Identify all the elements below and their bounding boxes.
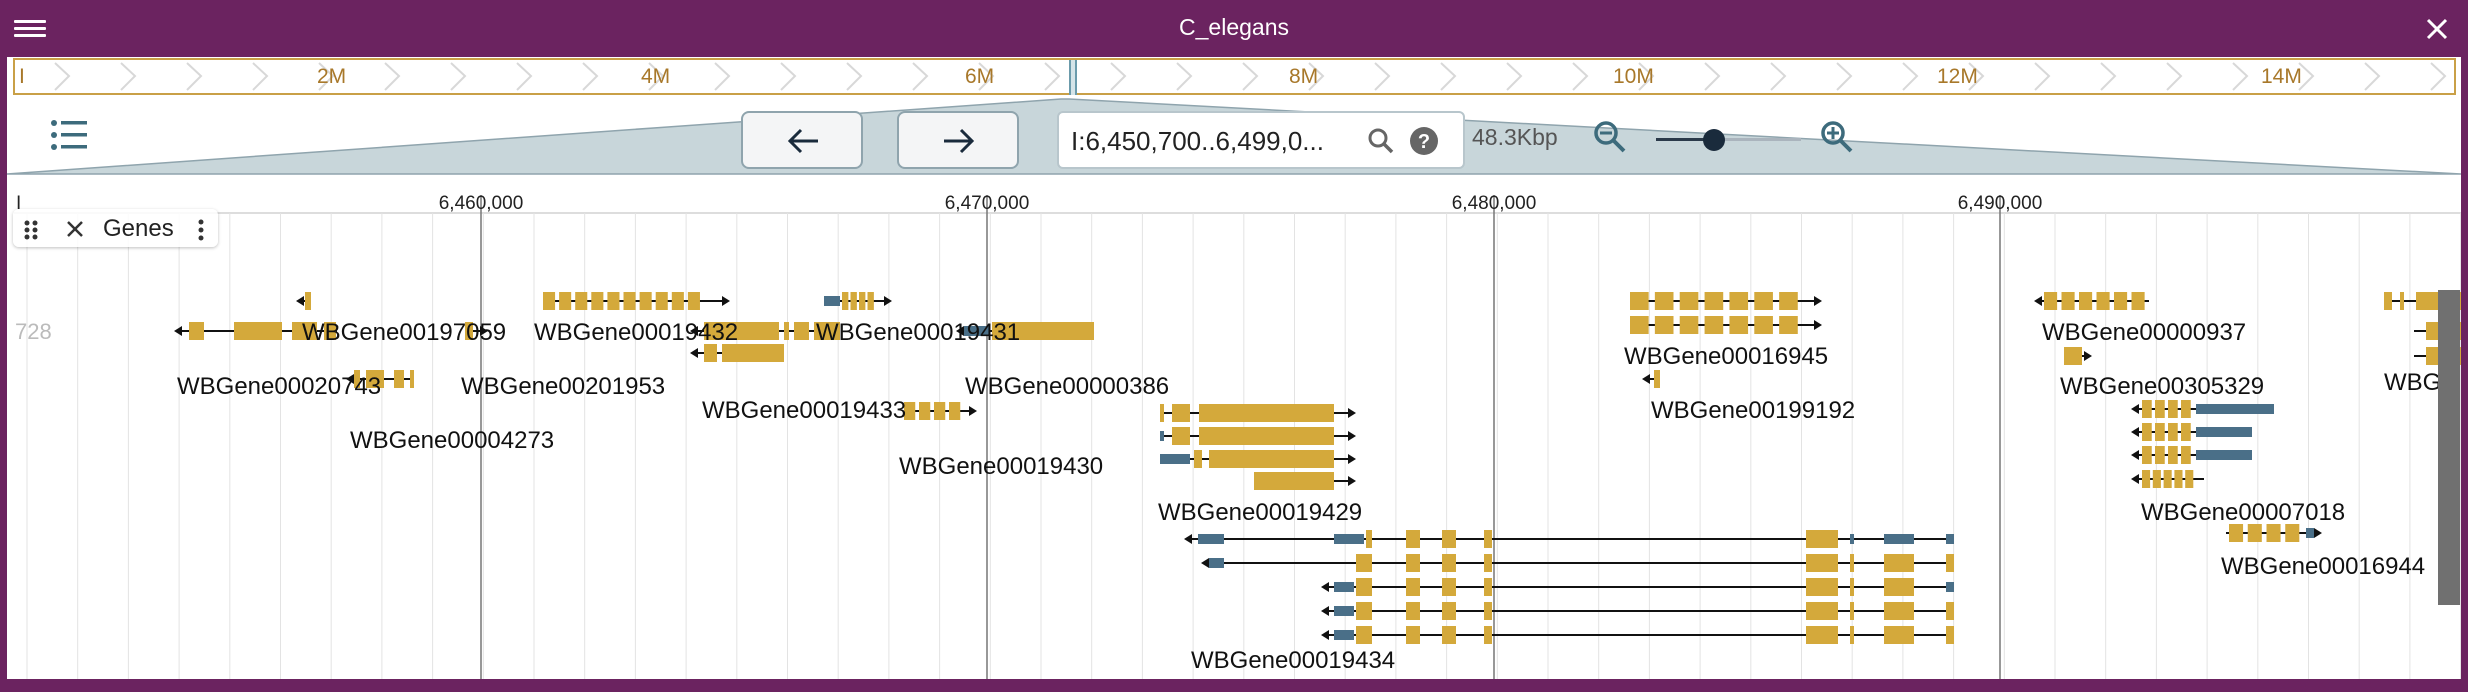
overview-chevrons [54, 62, 2447, 91]
overview-label: 12M [1937, 65, 1978, 88]
gene-label[interactable]: WBGene00019432 [534, 319, 739, 346]
zoom-in-icon[interactable] [1819, 119, 1855, 155]
track-menu-icon[interactable] [197, 219, 205, 241]
gene-label[interactable]: WBGene00201953 [461, 373, 666, 400]
ruler-start-marker: I [16, 193, 22, 214]
gene-feature [1184, 530, 1954, 548]
overview-label: 10M [1613, 65, 1654, 88]
gene-feature [904, 402, 977, 420]
gene-feature [465, 322, 488, 340]
gene-feature [1642, 370, 1660, 388]
gene-feature [1160, 404, 1356, 422]
ruler-label: 6,480,000 [1451, 193, 1537, 214]
gene-label[interactable]: WBGene00019429 [1158, 499, 1363, 526]
gene-feature [1321, 626, 1954, 644]
ruler-label: 6,490,000 [1957, 193, 2043, 214]
gene-label[interactable]: WBGene00197059 [302, 319, 507, 346]
close-track-icon[interactable] [65, 219, 85, 239]
zoom-slider-thumb[interactable] [1703, 129, 1725, 151]
gene-label[interactable]: WBGene00016945 [1624, 343, 1829, 370]
ruler-label: 6,460,000 [438, 193, 524, 214]
overview-label: 4M [641, 65, 671, 88]
gene-feature [1630, 316, 1822, 334]
chromosome-overview[interactable]: I 2M 4M 6M 8M 10M 12M 14M [13, 58, 2456, 95]
title-bar: C_elegans [0, 0, 2468, 57]
zoom-out-icon[interactable] [1592, 119, 1628, 155]
view-content: I 2M 4M 6M 8M 10M 12M 14M [7, 57, 2461, 679]
gene-feature [543, 292, 730, 310]
gene-label[interactable]: WBGene00019434 [1191, 647, 1396, 674]
gene-feature [2131, 423, 2252, 441]
view-controls: ? 48.3Kbp [7, 97, 2461, 175]
gene-label[interactable]: WBGene00305329 [2060, 373, 2265, 400]
gene-feature [1201, 554, 1954, 572]
gene-label[interactable]: WBGene00007018 [2141, 499, 2346, 526]
track-ghost-text: 728 [15, 319, 52, 344]
track-selector-icon[interactable] [49, 117, 91, 155]
track-scrollbar[interactable] [2438, 290, 2460, 605]
track-name: Genes [103, 215, 174, 242]
gene-features[interactable] [14, 191, 2461, 679]
gene-feature [1321, 602, 1954, 620]
ruler: I 6,460,000 6,470,000 6,480,000 6,490,000 [7, 191, 2461, 215]
gene-label[interactable]: WBGene00019433 [702, 397, 907, 424]
drag-handle-icon[interactable] [23, 219, 39, 241]
overview-label: I [19, 65, 25, 88]
arrow-right-icon [944, 128, 975, 154]
gene-feature [2131, 400, 2274, 418]
gene-feature [296, 292, 311, 310]
gene-label[interactable]: WBGene00020743 [177, 373, 382, 400]
gene-feature [2064, 347, 2092, 365]
gene-label[interactable]: WBGene00000386 [965, 373, 1170, 400]
overview-label: 2M [317, 65, 347, 88]
scroll-right-button[interactable] [897, 111, 1019, 169]
gene-label[interactable]: WBGene00199192 [1651, 397, 1856, 424]
gene-feature [2226, 524, 2322, 542]
gene-feature [346, 370, 414, 388]
gene-feature [956, 322, 1094, 340]
location-search-box[interactable]: ? [1057, 111, 1465, 169]
gene-feature [690, 344, 784, 362]
gene-feature [2131, 470, 2204, 488]
arrow-left-icon [787, 128, 818, 154]
gene-feature [2131, 446, 2252, 464]
gene-feature [2034, 292, 2149, 310]
overview-label: 6M [965, 65, 995, 88]
gene-feature [1630, 292, 1822, 310]
help-icon[interactable]: ? [1409, 126, 1439, 156]
hamburger-menu-icon[interactable] [14, 16, 46, 42]
gene-label[interactable]: WBGene00019431 [816, 319, 1021, 346]
search-icon[interactable] [1367, 127, 1395, 155]
gene-feature [1160, 427, 1356, 445]
location-input[interactable] [1071, 125, 1343, 157]
track-label: Genes [13, 209, 218, 247]
gene-feature [824, 292, 892, 310]
gene-label[interactable]: WBGene00000937 [2042, 319, 2247, 346]
overview-label: 8M [1289, 65, 1319, 88]
ruler-label: 6,470,000 [944, 193, 1030, 214]
svg-text:?: ? [1418, 131, 1430, 153]
zoom-slider[interactable] [1652, 125, 1802, 155]
window-title: C_elegans [1179, 14, 1289, 40]
gene-feature [174, 322, 337, 340]
gene-label[interactable]: WBGene00019430 [899, 453, 1104, 480]
gene-label[interactable]: WBGene00016944 [2221, 553, 2426, 580]
gene-feature [1160, 450, 1356, 468]
gene-feature [1254, 472, 1356, 490]
close-icon[interactable] [2424, 16, 2450, 42]
gene-label[interactable]: WBGene00004273 [350, 427, 555, 454]
bp-per-view-label: 48.3Kbp [1472, 124, 1558, 150]
scroll-left-button[interactable] [741, 111, 863, 169]
overview-visible-region[interactable] [1069, 60, 1077, 95]
overview-label: 14M [2261, 65, 2302, 88]
gene-label[interactable]: WBG [2384, 369, 2442, 396]
gene-feature [690, 322, 840, 340]
gene-feature [1321, 578, 1954, 596]
